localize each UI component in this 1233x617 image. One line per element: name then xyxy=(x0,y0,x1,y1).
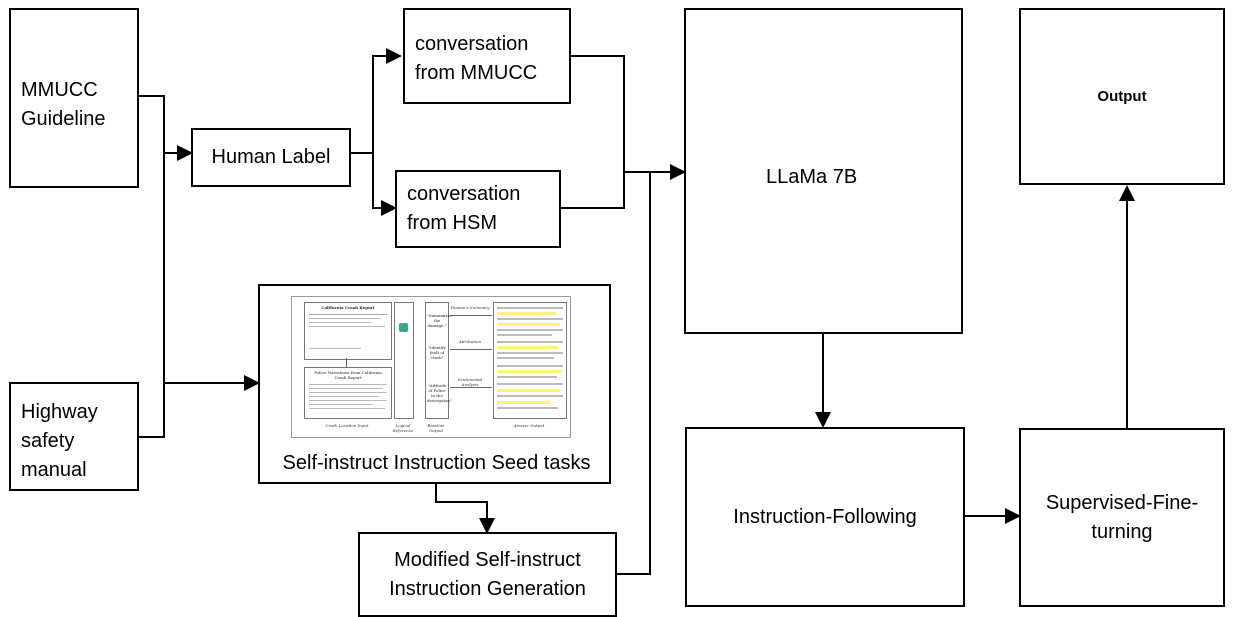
edge-conv-mmucc-out xyxy=(570,55,625,172)
node-llama-7b: LLaMa 7B xyxy=(684,8,963,334)
figure-label-sentiment: Sentimental Analysis xyxy=(457,377,483,387)
node-hsm-label: Highway safety manual xyxy=(21,401,98,481)
figure-narration-panel: Police Narrations from California Crash … xyxy=(304,367,392,419)
figure-logo-icon xyxy=(399,323,408,332)
figure-caption-baseline: Baseline Output xyxy=(427,423,445,433)
node-supervised-fine-tuning: Supervised-Fine- turning xyxy=(1019,428,1225,607)
node-conv-mmucc-label: conversation from MMUCC xyxy=(415,33,538,84)
node-llama-label: LLaMa 7B xyxy=(766,166,858,188)
node-seed-tasks-label: Self-instruct Instruction Seed tasks xyxy=(282,452,591,474)
edge-to-conv-hsm xyxy=(372,153,397,216)
node-conv-hsm-label: conversation from HSM xyxy=(407,183,521,234)
edge-seed-to-modified xyxy=(435,483,495,534)
figure-label-attribution: Attribution xyxy=(458,339,482,344)
node-mmucc-guideline: MMUCC Guideline xyxy=(9,8,139,188)
figure-question-3: "Attitude of Police in the description" xyxy=(427,383,452,403)
node-human-label: Human Label xyxy=(191,128,351,187)
figure-narration-title: Police Narrations from California Crash … xyxy=(314,370,382,380)
figure-answer-output xyxy=(493,302,567,419)
figure-caption-reference: Logical Reference xyxy=(392,423,414,433)
edge-modified-gen-out xyxy=(616,172,651,575)
node-instruction-following: Instruction-Following xyxy=(685,427,965,607)
edge-to-conv-mmucc xyxy=(372,48,402,153)
figure-caption-answer: Answer Output xyxy=(513,423,545,428)
figure-question-2: "Identify fault of crash" xyxy=(428,345,446,360)
figure-caption-input: Crash Location Input xyxy=(325,423,369,428)
node-modified-gen-label: Modified Self-instruct Instruction Gener… xyxy=(389,548,586,600)
node-sft-label: Supervised-Fine- turning xyxy=(1045,491,1199,543)
figure-report-title: California Crash Report xyxy=(321,305,375,310)
figure-crash-report-panel: California Crash Report xyxy=(304,302,392,360)
figure-logical-reference xyxy=(394,302,414,419)
seed-tasks-figure: California Crash Report Police Narration… xyxy=(291,296,571,438)
node-conversation-mmucc: conversation from MMUCC xyxy=(403,8,571,104)
figure-label-summary: Human's Summary xyxy=(450,305,490,310)
node-mmucc-label: MMUCC Guideline xyxy=(21,79,106,130)
node-output: Output xyxy=(1019,8,1225,185)
node-human-label-text: Human Label xyxy=(211,146,331,168)
edge-hsm-to-bus xyxy=(138,383,165,438)
node-highway-safety-manual: Highway safety manual xyxy=(9,382,139,491)
node-output-label: Output xyxy=(1097,88,1147,105)
figure-question-1: "Summarize the damage " xyxy=(427,313,452,328)
edge-conv-hsm-out xyxy=(560,172,625,209)
node-instr-following-label: Instruction-Following xyxy=(733,505,917,528)
node-modified-self-instruct: Modified Self-instruct Instruction Gener… xyxy=(358,532,617,617)
edge-mmucc-to-bus xyxy=(138,95,165,153)
node-conversation-hsm: conversation from HSM xyxy=(395,170,561,248)
figure-baseline-output: "Summarize the damage " "Identify fault … xyxy=(425,302,452,419)
